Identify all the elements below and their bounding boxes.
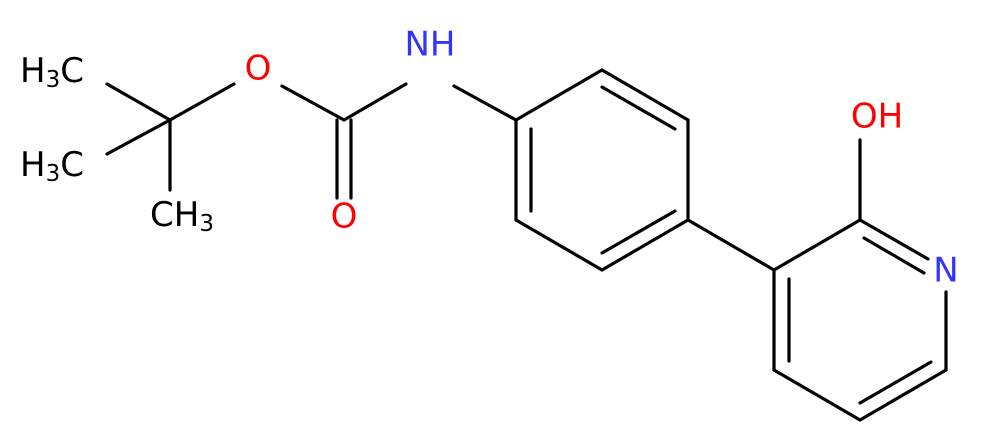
bond-pyr-c5-c4 — [772, 368, 862, 422]
bond-carbonyl-c-nh — [342, 82, 408, 122]
bond-phenyl-1 — [514, 68, 604, 122]
methyl-label-right: CH3 — [150, 195, 214, 237]
bond-tbutyl-methyl-top — [105, 82, 172, 122]
methyl-label-top: H3C — [20, 51, 84, 93]
hydroxyl-label: OH — [851, 97, 903, 137]
bond-nh-phenyl — [452, 84, 518, 122]
methyl-label-mid: H3C — [20, 145, 84, 187]
bond-biaryl — [686, 218, 776, 272]
bond-tbutyl-ester-o — [168, 82, 236, 122]
pyridine-nitrogen-label: N — [933, 251, 958, 291]
bond-phenyl-2 — [600, 68, 690, 122]
atom-labels: H3C H3C CH3 O O NH OH N — [20, 25, 959, 291]
bond-pyr-inner-a — [862, 236, 926, 275]
bond-tbutyl-methyl-mid — [105, 118, 172, 156]
bond-phenyl-inner-b — [600, 209, 677, 255]
bond-phenyl-5 — [514, 218, 604, 272]
bond-pyr-c3-c2 — [772, 218, 862, 272]
bonds — [105, 68, 948, 422]
bond-ester-o-carbonyl-c — [280, 84, 346, 122]
carbonyl-oxygen-label: O — [331, 197, 358, 237]
bond-pyr-inner-b — [858, 360, 933, 405]
bond-pyr-c6-c5 — [858, 368, 948, 422]
bond-pyr-c2-n — [858, 218, 930, 261]
bond-phenyl-4 — [600, 218, 690, 272]
bond-phenyl-inner-a — [600, 85, 677, 131]
ester-oxygen-label: O — [245, 49, 272, 89]
amine-label: NH — [405, 25, 456, 65]
